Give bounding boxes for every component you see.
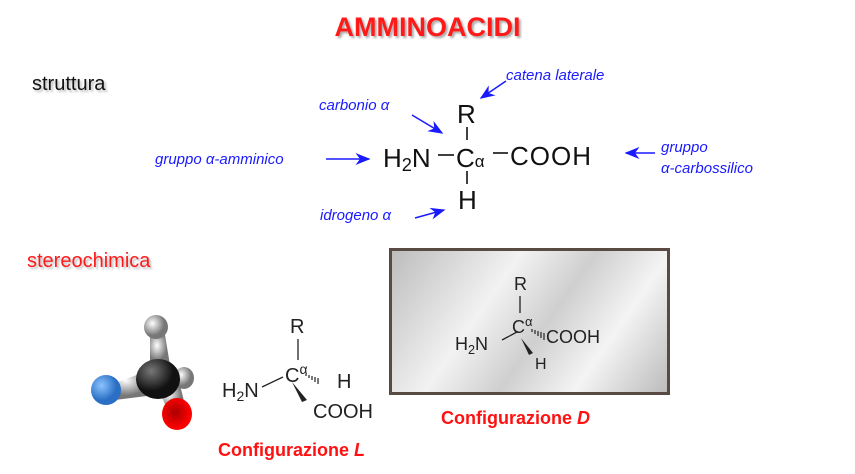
label-carboxyl-1: gruppo xyxy=(661,139,708,156)
formula-alpha-carbon: Cα xyxy=(456,143,485,173)
label-side-chain: catena laterale xyxy=(506,67,605,84)
formula-cooh: COOH xyxy=(510,141,592,171)
wedge-bond-l xyxy=(292,382,307,402)
hydrogen-arrow xyxy=(414,207,446,220)
d-h: H xyxy=(535,356,547,373)
section-stereochemistry: stereochimica xyxy=(27,250,151,272)
l-h: H xyxy=(337,371,352,393)
l-r: R xyxy=(290,316,305,338)
label-alpha-carbon: carbonio α xyxy=(319,97,390,114)
label-carboxyl-2: α-carbossilico xyxy=(661,160,753,177)
d-carbon: Cα xyxy=(512,314,533,337)
section-structure: struttura xyxy=(32,73,106,95)
side-chain-arrow xyxy=(479,80,507,99)
page-title: AMMINOACIDI xyxy=(334,12,521,42)
config-l-label: Configurazione L xyxy=(218,440,365,460)
l-amine: H2N xyxy=(222,380,259,404)
l-carbon: Cα xyxy=(285,361,308,387)
d-cooh: COOH xyxy=(546,327,600,347)
wedge-bond-d xyxy=(521,338,533,355)
config-d-label: Configurazione D xyxy=(441,408,590,428)
d-r: R xyxy=(514,274,527,294)
formula-r: R xyxy=(457,99,476,129)
alpha-carbon-arrow xyxy=(411,114,444,134)
d-configuration-panel xyxy=(389,248,670,395)
formula-h: H xyxy=(458,185,477,215)
label-amino-group: gruppo α-amminico xyxy=(155,151,284,168)
label-alpha-hydrogen: idrogeno α xyxy=(320,207,392,224)
formula-amine: H2N xyxy=(383,143,431,175)
d-amine: H2N xyxy=(455,334,489,357)
l-cooh: COOH xyxy=(313,401,373,423)
ball-and-stick-model xyxy=(91,315,194,430)
